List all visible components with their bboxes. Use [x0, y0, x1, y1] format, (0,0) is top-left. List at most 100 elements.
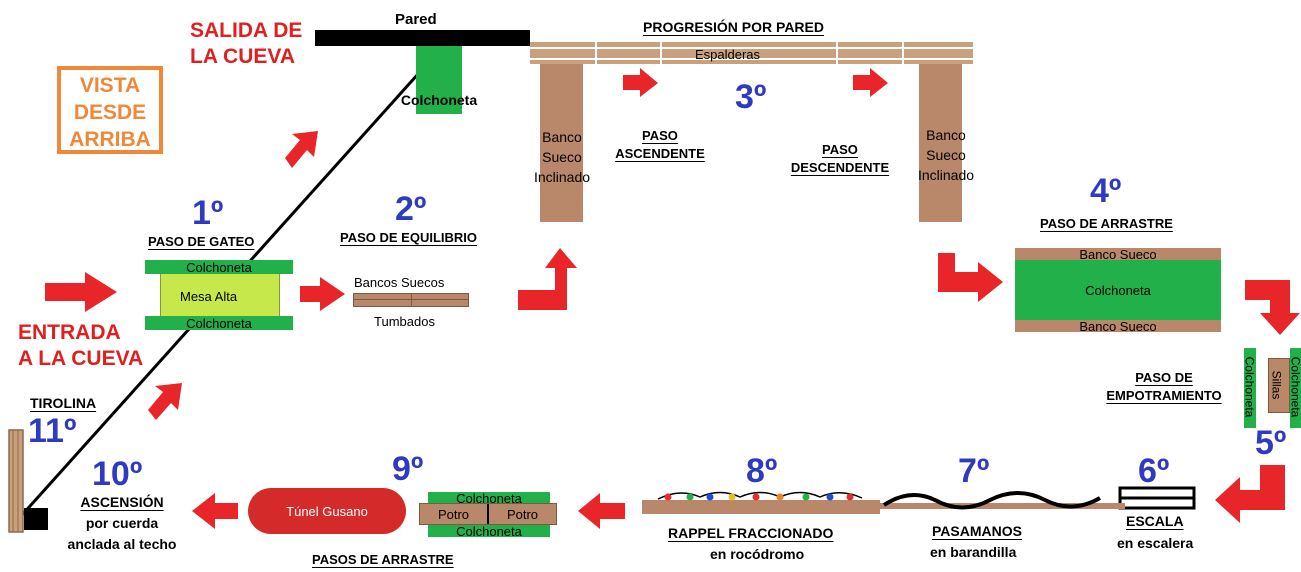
- station11-number: 11º: [28, 412, 77, 450]
- station9-mat-bottom-label: Colchoneta: [456, 523, 522, 539]
- station7-sub: en barandilla: [930, 544, 1017, 560]
- station1-number: 1º: [192, 194, 224, 232]
- paso-descendente-l1: PASO: [822, 142, 858, 157]
- station5-mat-a: [1244, 348, 1256, 428]
- station5-mat-b-label: Colchoneta: [1288, 356, 1301, 418]
- station10-sub2: anclada al techo: [67, 536, 177, 552]
- station8-title: RAPPEL FRACCIONADO: [668, 525, 834, 541]
- paso-descendente: PASO DESCENDENTE: [778, 141, 902, 177]
- station9-potro1: Potro: [420, 504, 489, 524]
- wall-mat-label: Colchoneta: [400, 92, 478, 108]
- arrow-entry: [45, 272, 117, 312]
- station8-sub: en rocódromo: [710, 546, 805, 562]
- station10-label: ASCENSIÓN por cuerda anclada al techo: [52, 492, 192, 555]
- station5-chairs: [1268, 358, 1290, 413]
- station4-number: 4º: [1090, 172, 1122, 210]
- wall-bar: [315, 30, 530, 46]
- station4-title: PASO DE ARRASTRE: [1040, 216, 1173, 231]
- bench-left-label: Banco Sueco Inclinado: [528, 127, 596, 187]
- station9-mat-top: Colchoneta: [428, 491, 550, 506]
- bench-left-l2: Sueco: [542, 149, 582, 165]
- wall-bars-divider-1: [595, 42, 597, 64]
- entry-label-line1: ENTRADA: [18, 321, 121, 344]
- station4-bench-top-label: Banco Sueco: [1079, 246, 1157, 262]
- wall-bars-label: Espalderas: [695, 47, 761, 62]
- paso-ascendente: PASO ASCENDENTE: [605, 127, 715, 163]
- pasos-arrastre-bottom: PASOS DE ARRASTRE: [312, 552, 454, 567]
- wall-bars-line-top: [530, 47, 973, 49]
- station1-title: PASO DE GATEO: [148, 234, 255, 249]
- view-label-line2: DESDE: [73, 101, 147, 124]
- exit-label-line1: SALIDA DE: [190, 19, 303, 42]
- paso-descendente-l2: DESCENDENTE: [790, 160, 890, 175]
- station5-mat-a-label: Colchoneta: [1242, 356, 1257, 418]
- station5-l1: PASO DE: [1135, 370, 1193, 385]
- wall-label: Pared: [395, 11, 437, 28]
- arrow-right-2: [853, 68, 888, 97]
- station1-mat-bottom-label: Colchoneta: [186, 315, 252, 331]
- station8-number: 8º: [746, 452, 778, 490]
- climbing-holds: [664, 493, 854, 501]
- bench-left: [540, 64, 583, 222]
- station4-bench-top: Banco Sueco: [1015, 246, 1221, 262]
- bench-right-l3: Inclinado: [917, 167, 975, 183]
- station5-mat-b: [1290, 348, 1301, 428]
- station4-bench-bottom-label: Banco Sueco: [1079, 318, 1157, 334]
- station2-benches: [353, 293, 469, 307]
- wall-mat: Colchoneta: [401, 46, 477, 114]
- station1-mat-top-label: Colchoneta: [186, 259, 252, 275]
- station5-l2: EMPOTRAMIENTO: [1106, 388, 1222, 403]
- station5-number: 5º: [1255, 424, 1287, 462]
- entry-label: ENTRADA A LA CUEVA: [18, 320, 143, 372]
- entry-label-line2: A LA CUEVA: [18, 347, 144, 370]
- arrow-up-right-bottom: [148, 383, 182, 420]
- station6-title: ESCALA: [1126, 513, 1184, 529]
- station7-number: 7º: [958, 452, 990, 490]
- station1-table-label: Mesa Alta: [180, 289, 238, 304]
- ladder-shape: [1118, 486, 1196, 510]
- station3-number: 3º: [735, 78, 767, 116]
- station2-number: 2º: [395, 190, 427, 228]
- wall-bars-line-bottom: [530, 58, 973, 60]
- station1-mat-top: Colchoneta: [145, 259, 293, 275]
- station2-bottom-label: Tumbados: [374, 314, 435, 329]
- station9-potros: Potro Potro: [419, 503, 557, 525]
- exit-label-line2: LA CUEVA: [190, 45, 295, 68]
- handrail-wave: [882, 491, 1101, 510]
- station9-number: 9º: [392, 450, 424, 488]
- station10-number: 10º: [92, 455, 143, 493]
- station5-chairs-label: Sillas: [1269, 370, 1284, 400]
- station4-bench-bottom: Banco Sueco: [1015, 318, 1221, 334]
- station2-top-label: Bancos Suecos: [354, 275, 445, 290]
- bench-right-l1: Banco: [926, 127, 966, 143]
- station4-mat: Colchoneta: [1015, 260, 1221, 320]
- view-label-box: VISTA DESDE ARRIBA: [57, 66, 163, 154]
- arrow-1-2: [300, 277, 345, 311]
- arrow-left-9-tunnel: [192, 493, 238, 529]
- arrow-l-down: [1245, 280, 1300, 335]
- view-label-line3: ARRIBA: [69, 128, 151, 151]
- station9-potro1-label: Potro: [437, 506, 470, 522]
- station4-mat-label: Colchoneta: [1085, 282, 1151, 298]
- station7-title: PASAMANOS: [932, 523, 1022, 539]
- paso-ascendente-l1: PASO: [642, 128, 678, 143]
- station10-title: ASCENSIÓN: [80, 494, 164, 510]
- wall-progression-title: PROGRESIÓN POR PARED: [643, 19, 824, 35]
- paso-ascendente-l2: ASCENDENTE: [615, 146, 705, 161]
- station1-mat-bottom: Colchoneta: [145, 315, 293, 331]
- bench-right-l2: Sueco: [926, 147, 966, 163]
- wall-bars-divider-4: [902, 42, 904, 64]
- arrow-l-right: [938, 253, 1003, 302]
- station9-mat-bottom: Colchoneta: [428, 523, 550, 539]
- zipline-post: [8, 429, 48, 533]
- view-label-line1: VISTA: [79, 74, 141, 97]
- wall-bars-divider-3: [836, 42, 838, 64]
- bench-left-l3: Inclinado: [533, 169, 591, 185]
- arrow-l-left: [1215, 465, 1285, 523]
- arrow-l-up: [518, 248, 577, 310]
- tunnel-shape: Túnel Gusano: [248, 488, 406, 534]
- wall-bars-divider-2: [660, 42, 662, 64]
- tunnel-label: Túnel Gusano: [286, 503, 368, 519]
- bench-right: [919, 64, 962, 222]
